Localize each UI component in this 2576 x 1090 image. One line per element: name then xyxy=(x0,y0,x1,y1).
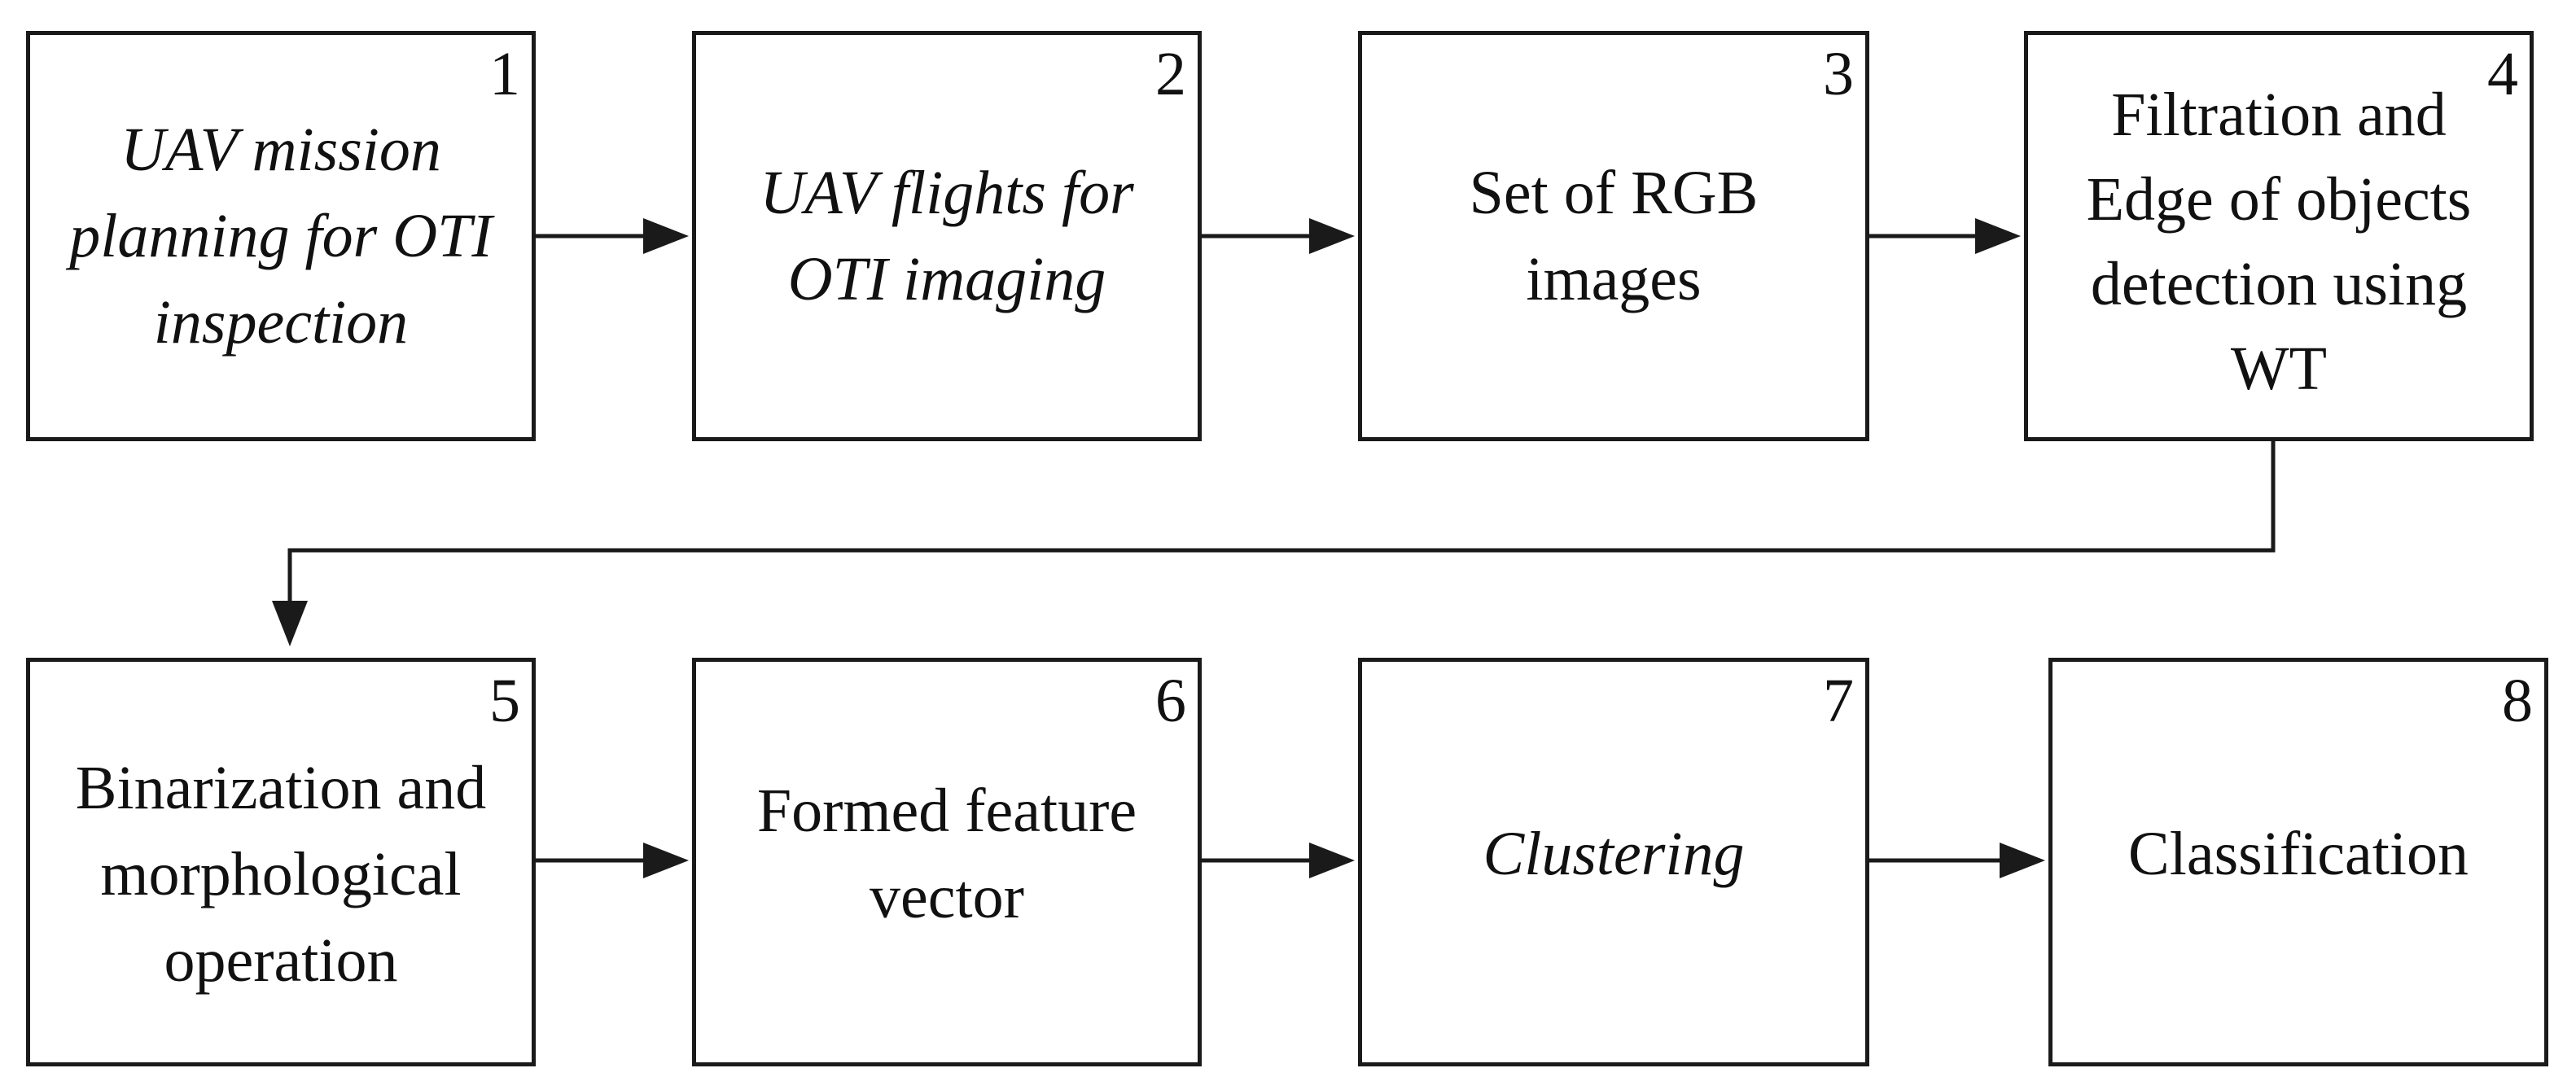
step-1-number: 1 xyxy=(489,40,520,108)
step-5-box: 5 Binarization and morphological operati… xyxy=(26,658,536,1066)
step-7-number: 7 xyxy=(1823,667,1854,735)
arrowhead-3-to-4 xyxy=(1975,218,2021,254)
arrowhead-5-to-6 xyxy=(643,843,689,878)
step-1-label: UAV mission planning for OTI inspection xyxy=(69,116,493,357)
step-6-box: 6 Formed feature vector xyxy=(692,658,1202,1066)
step-3-box: 3 Set of RGB images xyxy=(1358,31,1869,441)
step-8-number: 8 xyxy=(2502,667,2533,735)
step-4-box: 4 Filtration and Edge of objects detecti… xyxy=(2024,31,2534,441)
arrow-4-to-5 xyxy=(287,441,2276,601)
step-2-label: UAV flights for OTI imaging xyxy=(760,159,1134,313)
arrowhead-6-to-7 xyxy=(1309,843,1355,878)
step-3-number: 3 xyxy=(1823,40,1854,108)
step-2-box: 2 UAV flights for OTI imaging xyxy=(692,31,1202,441)
step-1-box: 1 UAV mission planning for OTI inspectio… xyxy=(26,31,536,441)
step-8-box: 8 Classification xyxy=(2048,658,2548,1066)
arrowhead-7-to-8 xyxy=(2000,843,2045,878)
arrowhead-1-to-2 xyxy=(643,218,689,254)
step-7-label: Clustering xyxy=(1483,820,1745,888)
step-5-number: 5 xyxy=(489,667,520,735)
step-2-number: 2 xyxy=(1155,40,1186,108)
step-6-label: Formed feature vector xyxy=(756,777,1137,931)
arrowhead-2-to-3 xyxy=(1309,218,1355,254)
step-4-number: 4 xyxy=(2487,40,2518,108)
step-7-box: 7 Clustering xyxy=(1358,658,1869,1066)
arrowhead-4-to-5 xyxy=(272,601,308,646)
step-3-label: Set of RGB images xyxy=(1469,159,1759,313)
step-6-number: 6 xyxy=(1155,667,1186,735)
step-4-label: Filtration and Edge of objects detection… xyxy=(2086,81,2472,403)
step-5-label: Binarization and morphological operation xyxy=(75,754,487,995)
step-8-label: Classification xyxy=(2128,820,2469,888)
